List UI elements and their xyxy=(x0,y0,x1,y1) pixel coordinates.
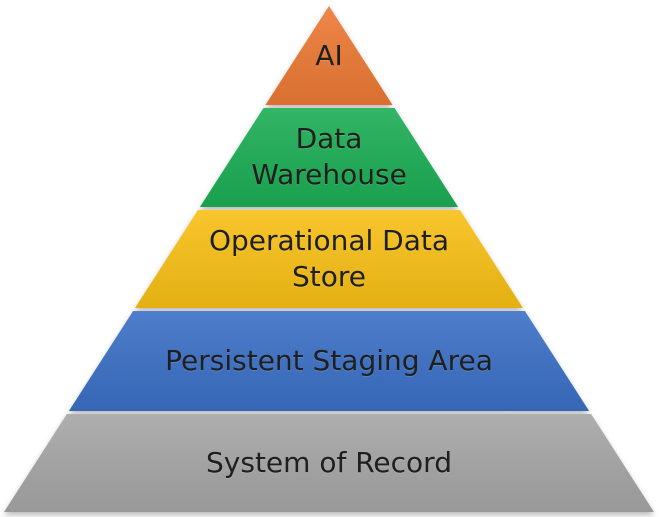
tier-shade-system-of-record xyxy=(4,414,654,512)
tier-shade-operational-data-store xyxy=(135,210,523,308)
tier-shade-ai xyxy=(265,6,393,105)
tier-shade-persistent-staging-area xyxy=(68,311,590,411)
tier-label-data-warehouse: Data Warehouse xyxy=(251,122,407,191)
tier-label-persistent-staging-area: Persistent Staging Area xyxy=(165,344,493,377)
tier-label-operational-data-store: Operational Data Store xyxy=(208,224,450,293)
tier-shade-data-warehouse xyxy=(199,108,459,207)
tier-label-system-of-record: System of Record xyxy=(206,446,452,479)
tier-label-ai: AI xyxy=(315,39,343,72)
